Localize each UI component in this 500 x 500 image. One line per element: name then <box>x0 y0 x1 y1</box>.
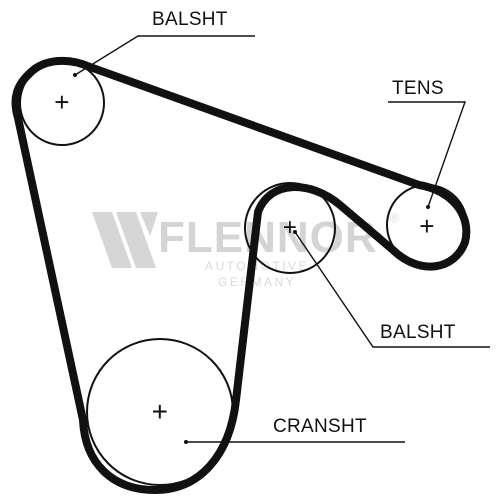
watermark-line1: AUTOMOTIVE <box>205 259 309 273</box>
watermark: FLENNOR ® AUTOMOTIVE GERMANY <box>92 211 401 289</box>
label-cranksht: CRANSHT <box>273 416 367 437</box>
timing-belt <box>11 56 471 494</box>
leader-dot-tens <box>426 205 430 209</box>
watermark-brand: FLENNOR <box>158 213 378 262</box>
leader-dot-cranksht <box>184 440 188 444</box>
leader-dot-balsht-top <box>73 73 77 77</box>
label-tens: TENS <box>392 78 444 99</box>
label-balsht-top: BALSHT <box>152 9 228 30</box>
leader-line-balsht-mid <box>294 231 490 348</box>
balsht-top-center-mark: + <box>54 87 69 117</box>
cranksht-center-mark: + <box>152 396 169 427</box>
watermark-registered: ® <box>390 211 401 225</box>
leader-line-tens <box>388 101 466 208</box>
label-balsht-mid: BALSHT <box>380 322 456 343</box>
watermark-logo-icon <box>92 212 158 268</box>
leader-line-balsht-top <box>74 35 255 76</box>
balsht-mid-center-mark: + <box>283 214 297 241</box>
pulley-balsht-mid <box>244 182 336 274</box>
watermark-line2: GERMANY <box>218 275 296 289</box>
tens-center-mark: + <box>419 211 434 241</box>
leader-dot-balsht-mid <box>293 230 297 234</box>
